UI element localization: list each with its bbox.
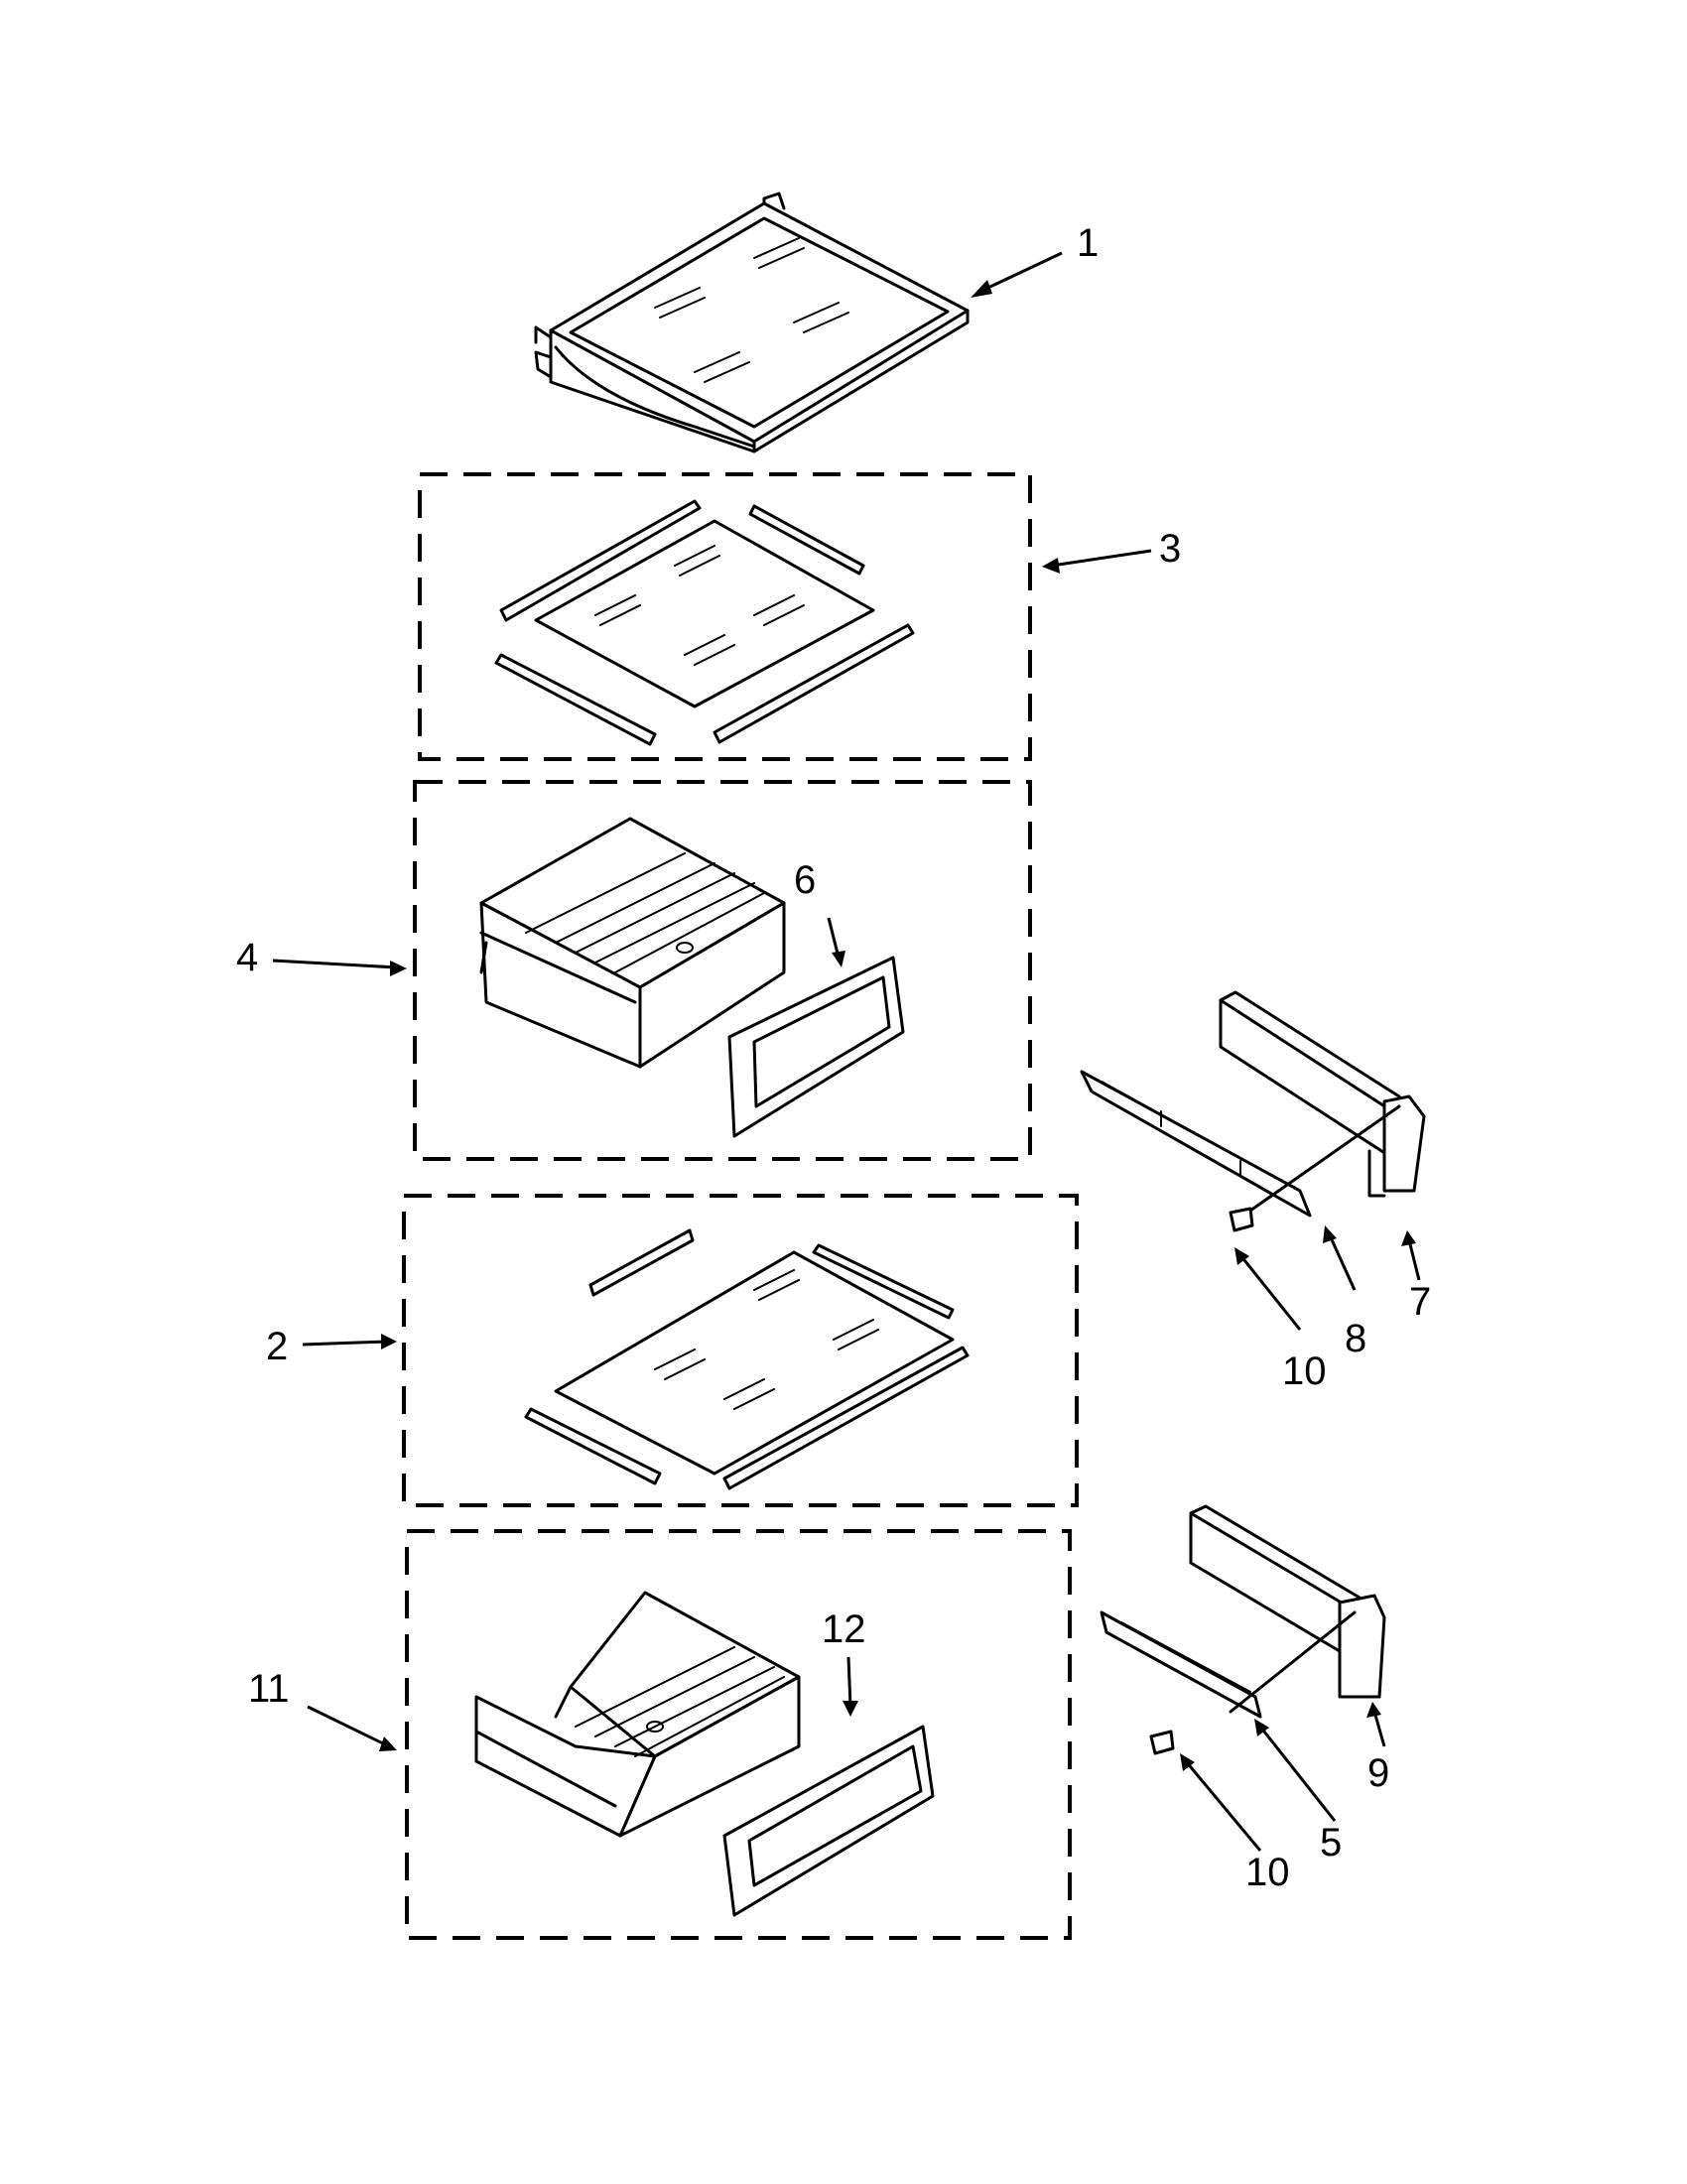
crisper-cover-6 (727, 956, 905, 1138)
callout-10-upper: 10 (1282, 1349, 1327, 1393)
slide-assembly-upper (1080, 990, 1426, 1232)
group-box-2 (402, 1194, 1079, 1507)
callout-9: 9 (1367, 1751, 1389, 1795)
callout-12: 12 (822, 1607, 866, 1651)
callout-10-lower: 10 (1245, 1851, 1290, 1894)
callout-3: 3 (1159, 527, 1181, 571)
callout-2: 2 (266, 1325, 288, 1368)
callout-4: 4 (236, 936, 258, 979)
group-box-11 (405, 1529, 1072, 1940)
callout-1: 1 (1077, 221, 1099, 265)
crisper-cover-12 (722, 1725, 935, 1917)
group-box-4 (413, 780, 1032, 1161)
glass-shelf-kit-3 (494, 499, 915, 746)
callout-8: 8 (1345, 1317, 1366, 1360)
callout-11: 11 (248, 1667, 290, 1711)
callout-5: 5 (1320, 1821, 1342, 1864)
slide-assembly-lower (1100, 1504, 1386, 1755)
callout-7: 7 (1409, 1280, 1431, 1324)
crisper-pan-4 (479, 817, 786, 1069)
shelf-assembly (534, 192, 970, 453)
crisper-pan-11 (474, 1591, 801, 1838)
callout-arrows (272, 251, 1421, 1852)
group-box-3 (418, 472, 1032, 761)
callout-6: 6 (794, 858, 816, 902)
glass-shelf-kit-2 (524, 1228, 970, 1490)
